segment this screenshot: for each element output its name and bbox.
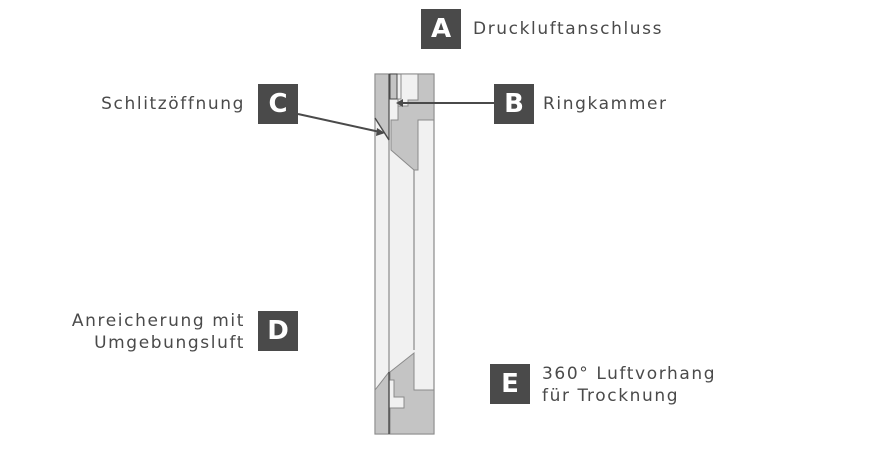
label-ringkammer: Ringkammer [543, 94, 668, 114]
bottom-right-housing [389, 351, 435, 435]
arrowhead-b-icon [396, 99, 403, 107]
badge-c: C [258, 84, 298, 124]
label-luftvorhang: 360° Luftvorhang für Trocknung [542, 363, 716, 407]
label-e-line1: 360° Luftvorhang [542, 364, 717, 384]
arrow-c [297, 113, 381, 133]
label-d-line2: Umgebungsluft [94, 333, 245, 353]
label-schlitzoeffnung: Schlitzöffnung [101, 94, 245, 114]
badge-d: D [258, 311, 298, 351]
compressed-air-inlet [389, 73, 398, 100]
label-anreicherung: Anreicherung mit Umgebungsluft [72, 310, 245, 354]
arrowhead-c-icon [376, 128, 385, 136]
badge-a: A [421, 9, 461, 49]
badge-b: B [494, 84, 534, 124]
label-d-line1: Anreicherung mit [71, 311, 245, 331]
badge-e: E [490, 364, 530, 404]
label-druckluftanschluss: Druckluftanschluss [473, 19, 664, 39]
label-e-line2: für Trocknung [542, 386, 680, 406]
